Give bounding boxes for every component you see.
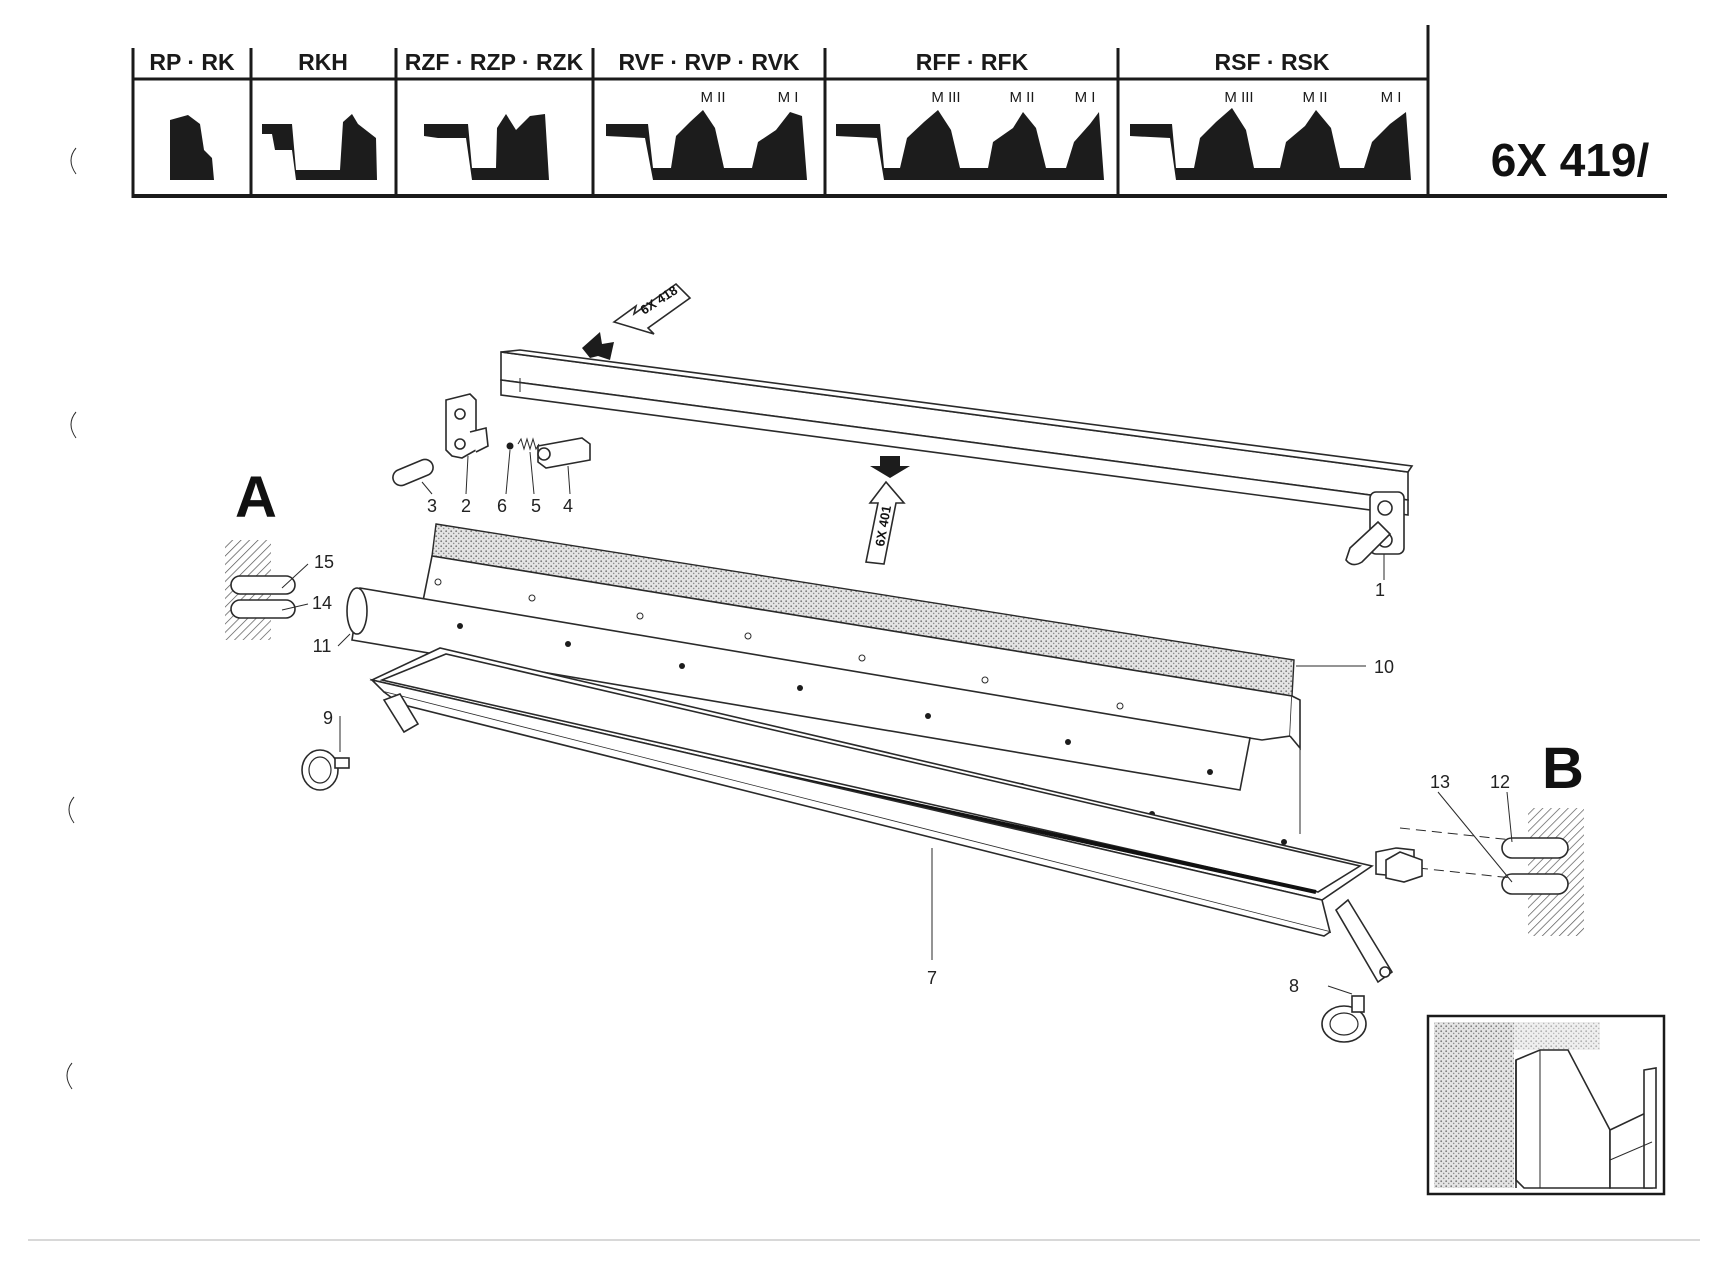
- pin-14: [230, 599, 296, 619]
- sub-label-rf-m2: M II: [1010, 89, 1035, 106]
- callout-11: 11: [313, 636, 332, 656]
- col-label-rp-rk: RP · RK: [149, 49, 235, 75]
- part-2-bracket: [445, 393, 477, 459]
- pin-12: [1501, 837, 1569, 859]
- filled-arrow-top: [582, 332, 614, 360]
- callout-10: 10: [1374, 657, 1394, 677]
- sub-label-rs-m1: M I: [1381, 89, 1402, 106]
- sub-label-rf-m1: M I: [1075, 89, 1096, 106]
- callout-5: 5: [531, 496, 541, 516]
- profile-rkh: [262, 114, 377, 180]
- small-parts: [392, 393, 591, 487]
- callouts: 1 2 3 4 5 6 7 8 9 10 11 12 13 14 15: [312, 496, 1510, 996]
- profile-rp-rk: [170, 115, 214, 180]
- tray-left-foot: [382, 693, 420, 734]
- sub-label-rs-m3: M III: [1224, 89, 1253, 106]
- leader-lines: [281, 449, 1513, 995]
- callout-14: 14: [312, 593, 332, 613]
- profile-rff: [836, 110, 1104, 180]
- callout-13: 13: [1430, 772, 1450, 792]
- col-label-rkh: RKH: [298, 49, 348, 75]
- callout-12: 12: [1490, 772, 1510, 792]
- tray-right-leg: [1334, 898, 1394, 984]
- sub-label-rs-m2: M II: [1303, 89, 1328, 106]
- filled-arrow-middle: [870, 456, 910, 478]
- reference-arrow-top: 6X 418: [582, 282, 692, 360]
- view-b-label: B: [1542, 736, 1584, 801]
- ref-label-6x401: 6X 401: [872, 504, 894, 547]
- ref-arrow-6x418: [612, 282, 692, 335]
- binder-marks: [66, 147, 77, 1090]
- callout-6: 6: [497, 496, 507, 516]
- tray-7: [369, 647, 1423, 984]
- sub-label-rv-m2: M II: [701, 89, 726, 106]
- view-b: B: [1399, 736, 1584, 936]
- pin-13: [1501, 873, 1569, 895]
- callout-2: 2: [461, 496, 471, 516]
- felt-strip-10: [421, 523, 1301, 751]
- part-4-slide: [537, 437, 591, 469]
- callout-9: 9: [323, 708, 333, 728]
- bracket-1: [1345, 491, 1405, 566]
- knob-9: [301, 749, 350, 791]
- part-5-spring: [517, 437, 540, 451]
- header-table: RP · RK RKH RZF · RZP · RZK RVF · RVP · …: [131, 25, 1667, 198]
- drawing-number: 6X 419/: [1491, 134, 1650, 186]
- callout-7: 7: [927, 968, 937, 988]
- upper-bar: [500, 349, 1414, 516]
- profile-rvf: [606, 110, 807, 180]
- ref-arrow-6x401: [865, 480, 906, 565]
- callout-4: 4: [563, 496, 573, 516]
- callout-3: 3: [427, 496, 437, 516]
- view-a: A: [225, 465, 296, 640]
- callout-8: 8: [1289, 976, 1299, 996]
- sub-label-rf-m3: M III: [931, 89, 960, 106]
- reference-arrow-middle: 6X 401: [865, 456, 910, 565]
- callout-1: 1: [1375, 580, 1385, 600]
- col-label-rzf-rzp-rzk: RZF · RZP · RZK: [405, 49, 584, 75]
- detail-inset: [1426, 1014, 1666, 1196]
- profile-rsf: [1130, 108, 1411, 180]
- col-label-rvf-rvp-rvk: RVF · RVP · RVK: [618, 49, 799, 75]
- col-label-rsf-rsk: RSF · RSK: [1215, 49, 1330, 75]
- part-3-pin: [392, 458, 434, 487]
- knob-8: [1321, 995, 1367, 1043]
- part-6-ball: [506, 442, 514, 450]
- col-label-rff-rfk: RFF · RFK: [916, 49, 1029, 75]
- profile-rzf: [424, 114, 549, 180]
- callout-15: 15: [314, 552, 334, 572]
- sub-label-rv-m1: M I: [778, 89, 799, 106]
- view-a-label: A: [235, 465, 277, 530]
